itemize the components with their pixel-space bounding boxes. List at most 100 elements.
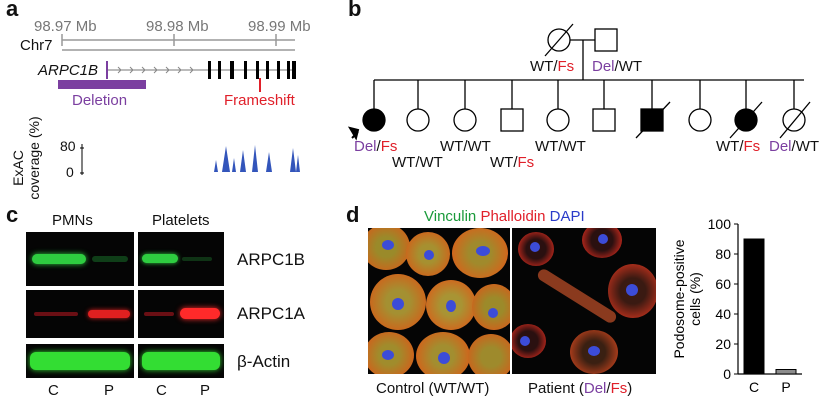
stain-phalloidin: Phalloidin xyxy=(480,208,546,225)
child-8 xyxy=(688,108,712,132)
band xyxy=(142,352,220,370)
panel-a-graphic xyxy=(58,34,300,175)
control-caption: Control (WT/WT) xyxy=(376,380,490,397)
father-allele-1: WT xyxy=(530,58,554,75)
band xyxy=(32,254,86,264)
child-10-genotype: Del/WT xyxy=(769,138,819,155)
child-5-genotype: WT/WT xyxy=(535,138,586,155)
nucleus xyxy=(488,308,498,318)
control-cell xyxy=(468,334,510,374)
child-6 xyxy=(592,108,616,132)
patient-caption-sep: / xyxy=(606,380,611,397)
panel-c-letter: c xyxy=(6,202,19,227)
nucleus xyxy=(588,346,600,356)
patient-caption-prefix: Patient ( xyxy=(528,380,584,397)
y-axis-label-line-2: cells (%) xyxy=(687,272,703,326)
child-1-sep: / xyxy=(376,138,381,155)
patient-elongated-cell xyxy=(535,267,619,325)
child-4-allele-2: Fs xyxy=(517,154,535,171)
child-10-allele-1: Del xyxy=(769,138,792,155)
child-9-genotype: WT/Fs xyxy=(716,138,760,155)
patient-caption-del: Del xyxy=(583,380,607,397)
child-9-allele-2: Fs xyxy=(743,138,761,155)
band xyxy=(92,256,128,262)
control-cell xyxy=(472,284,510,330)
mother-allele-1: Del xyxy=(592,58,615,75)
band xyxy=(88,310,130,318)
y-tick-label: 0 xyxy=(723,366,731,382)
stain-legend: Vinculin Phalloidin DAPI xyxy=(424,208,585,225)
column-group-pmns: PMNs xyxy=(52,212,93,229)
nucleus xyxy=(626,284,638,296)
nucleus xyxy=(382,240,394,250)
coverage-ytick-80: 80 xyxy=(60,138,76,154)
child-2 xyxy=(406,108,430,132)
patient-caption-fs: Fs xyxy=(610,380,628,397)
frameshift-label: Frameshift xyxy=(224,92,295,109)
row-label-arpc1b: ARPC1B xyxy=(237,250,306,269)
lane-label-2: P xyxy=(104,382,115,399)
y-tick-label: 20 xyxy=(715,336,731,352)
mother-allele-2: WT xyxy=(618,58,643,75)
child-4-sep: / xyxy=(513,154,518,171)
y-tick-label: 60 xyxy=(715,276,731,292)
row-label-arpc1a: ARPC1A xyxy=(237,304,306,323)
nucleus xyxy=(446,300,456,312)
nucleus xyxy=(424,250,434,260)
y-tick-label: 40 xyxy=(715,306,731,322)
child-3-genotype: WT/WT xyxy=(440,138,491,155)
chromosome-label: Chr7 xyxy=(20,37,53,54)
y-axis-label: Podosome-positivecells (%) xyxy=(671,239,703,358)
panel-d-letter: d xyxy=(346,202,360,227)
blot-actin-platelets xyxy=(138,344,224,378)
patient-caption-suffix: ) xyxy=(627,380,633,397)
child-3 xyxy=(453,108,477,132)
row-label-actin: β-Actin xyxy=(237,352,291,371)
child-1-affected xyxy=(362,108,386,132)
nucleus xyxy=(520,336,530,346)
pedigree-diagram xyxy=(347,23,811,141)
band xyxy=(142,254,178,263)
nucleus xyxy=(530,242,540,252)
father-allele-2: Fs xyxy=(557,58,575,75)
band xyxy=(30,352,130,370)
tick-label-1: 98.97 Mb xyxy=(34,18,97,35)
band xyxy=(34,312,78,316)
child-4-genotype: WT/Fs xyxy=(490,154,534,171)
blot-actin-pmns xyxy=(26,344,134,378)
deletion-label: Deletion xyxy=(72,92,128,109)
band xyxy=(144,312,174,316)
blot-arpc1b-platelets xyxy=(138,232,224,286)
child-1-allele-2: Fs xyxy=(380,138,398,155)
control-micrograph xyxy=(368,228,510,374)
y-tick-label: 80 xyxy=(715,246,731,262)
nucleus xyxy=(438,352,450,364)
lane-label-3: C xyxy=(156,382,167,399)
father-sep: / xyxy=(553,58,558,75)
blot-arpc1a-platelets xyxy=(138,290,224,338)
mother-genotype: Del/WT xyxy=(592,58,642,75)
patient-caption: Patient (Del/Fs) xyxy=(528,380,632,397)
nucleus xyxy=(598,234,608,244)
stain-dapi: DAPI xyxy=(549,208,585,225)
patient-micrograph xyxy=(512,228,656,374)
coverage-ytick-0: 0 xyxy=(66,164,74,180)
child-2-genotype: WT/WT xyxy=(392,154,443,171)
panel-b-letter: b xyxy=(348,0,362,21)
nucleus xyxy=(392,298,404,310)
child-9-sep: / xyxy=(739,138,744,155)
band xyxy=(182,257,212,261)
blot-arpc1a-pmns xyxy=(26,290,134,338)
father-genotype: WT/Fs xyxy=(530,58,574,75)
tick-label-2: 98.98 Mb xyxy=(146,18,209,35)
child-10-allele-2: WT xyxy=(795,138,820,155)
x-tick-label: P xyxy=(781,379,790,395)
mother-sep: / xyxy=(614,58,619,75)
y-axis-label-line-1: Podosome-positive xyxy=(671,239,687,358)
lane-label-1: C xyxy=(48,382,59,399)
proband-arrow xyxy=(347,126,360,141)
child-10-sep: / xyxy=(791,138,796,155)
tick-label-3: 98.99 Mb xyxy=(248,18,311,35)
x-tick-label: C xyxy=(749,379,759,395)
